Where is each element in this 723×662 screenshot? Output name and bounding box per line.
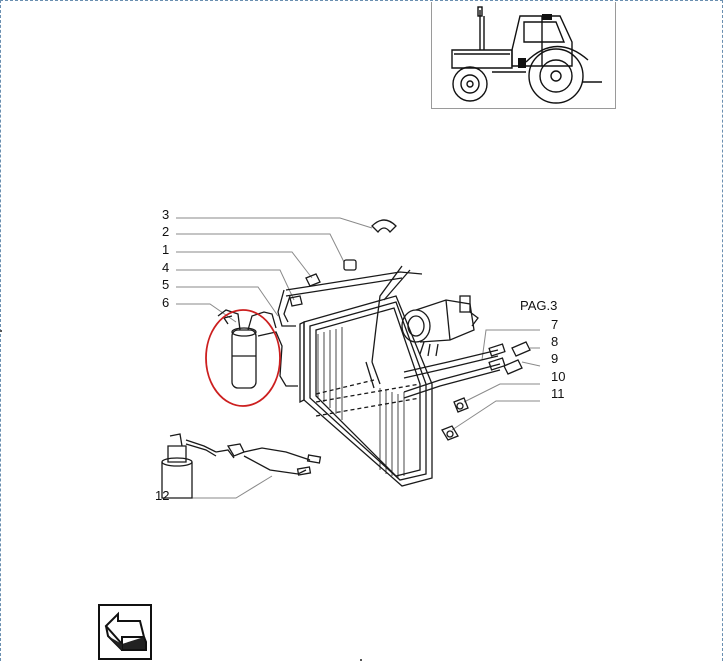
callout-5: 5 (162, 277, 170, 292)
leader-6 (176, 303, 237, 323)
leader-3 (176, 217, 373, 229)
leader-11 (451, 400, 540, 431)
leader-1 (176, 251, 313, 279)
tractor-icon (451, 6, 602, 104)
leader-9 (521, 361, 541, 367)
leader-5 (176, 286, 279, 317)
back-button[interactable] (98, 604, 152, 660)
leader-4 (176, 269, 295, 301)
leader-7 (481, 329, 540, 361)
callout-10: 10 (551, 369, 566, 384)
highlight-circle (205, 309, 281, 407)
callout-3: 3 (162, 207, 170, 222)
edge-mark-left (0, 330, 2, 332)
callout-11: 11 (551, 386, 565, 401)
tractor-thumbnail (431, 2, 616, 109)
page-reference[interactable]: PAG.3 (520, 298, 558, 313)
back-arrow-icon (104, 611, 147, 651)
condenser-outline (303, 295, 433, 487)
callout-2: 2 (162, 224, 170, 239)
callout-8: 8 (551, 334, 559, 349)
leader-12 (176, 475, 273, 499)
leader-2 (176, 233, 345, 263)
edge-mark-bottom (360, 659, 362, 661)
callout-12: 12 (155, 488, 170, 503)
callout-6: 6 (162, 295, 170, 310)
callout-9: 9 (551, 351, 559, 366)
callout-1: 1 (162, 242, 170, 257)
leader-10 (463, 383, 540, 403)
callout-4: 4 (162, 260, 170, 275)
callout-7: 7 (551, 317, 559, 332)
